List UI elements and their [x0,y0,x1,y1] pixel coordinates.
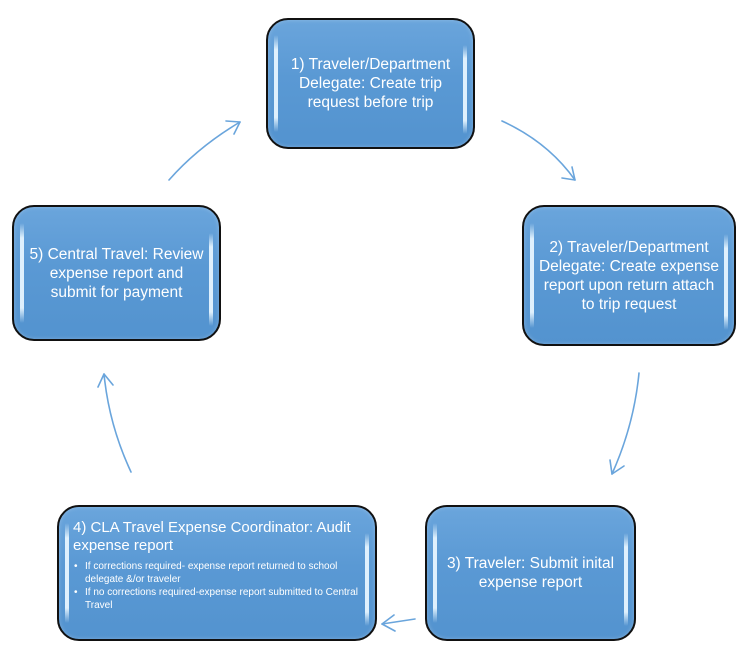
step-4-bullet-item: • If corrections required- expense repor… [74,561,365,586]
step-4-box: 4) CLA Travel Expense Coordinator: Audit… [57,505,377,641]
bullet-icon: • [74,587,78,598]
step-1-text: 1) Traveler/Department Delegate: Create … [290,56,451,111]
step-2-text: 2) Traveler/Department Delegate: Create … [538,238,720,313]
arrow-step1-to-step2 [501,120,576,181]
step-3-box: 3) Traveler: Submit inital expense repor… [425,505,636,641]
arrow-step4-to-step5 [97,373,132,473]
step-4-bullet-text: If no corrections required-expense repor… [85,587,358,611]
step-4-bullet-item: • If no corrections required-expense rep… [74,587,365,612]
step-4-bullet-text: If corrections required- expense report … [85,561,338,585]
step-4-bullet-list: • If corrections required- expense repor… [73,561,365,612]
step-5-text: 5) Central Travel: Review expense report… [29,245,204,301]
arrow-step5-to-step1 [168,120,241,181]
arrow-step2-to-step3 [609,372,640,475]
step-1-box: 1) Traveler/Department Delegate: Create … [266,18,475,149]
step-3-text: 3) Traveler: Submit inital expense repor… [446,555,615,591]
step-5-box: 5) Central Travel: Review expense report… [12,205,221,341]
step-4-title: 4) CLA Travel Expense Coordinator: Audit… [73,519,351,554]
bullet-icon: • [74,561,78,572]
step-2-box: 2) Traveler/Department Delegate: Create … [522,205,736,346]
arrow-step3-to-step4 [381,614,416,632]
